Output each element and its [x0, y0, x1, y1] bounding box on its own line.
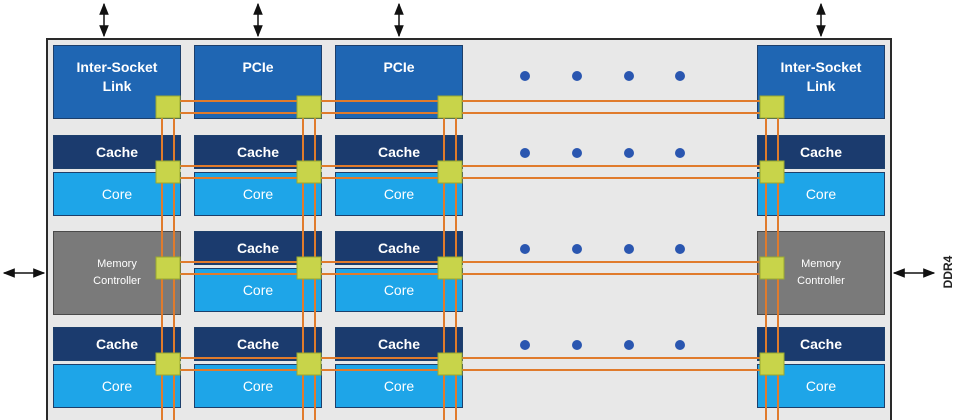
cache-label: Cache	[95, 336, 139, 352]
mesh-stop	[437, 352, 463, 376]
mesh-stop	[296, 256, 322, 280]
ddr4-label: DDR4	[941, 255, 955, 289]
inter-socket-link-right-label: Inter-Socket Link	[780, 59, 862, 94]
cache-label: Cache	[377, 336, 421, 352]
ellipsis-dot	[624, 340, 634, 350]
ellipsis-dot	[675, 148, 685, 158]
mesh-stop	[155, 95, 181, 119]
mesh-stop	[155, 352, 181, 376]
cache-label: Cache	[799, 144, 843, 160]
core-label: Core	[101, 186, 133, 202]
ellipsis-dot	[520, 244, 530, 254]
memory-controller-right-label: Memory Controller	[797, 258, 845, 287]
mesh-stop	[437, 256, 463, 280]
pcie-block-1-label: PCIe	[242, 59, 274, 75]
cache-block: Cache	[194, 327, 322, 361]
cache-label: Cache	[95, 144, 139, 160]
ellipsis-dot	[675, 71, 685, 81]
core-label: Core	[383, 186, 415, 202]
ellipsis-dot	[520, 340, 530, 350]
mesh-stop	[155, 160, 181, 184]
mesh-stop	[155, 256, 181, 280]
cache-label: Cache	[377, 240, 421, 256]
cache-label: Cache	[236, 240, 280, 256]
pcie-block-2-label: PCIe	[383, 59, 415, 75]
core-block: Core	[194, 364, 322, 408]
cache-label: Cache	[236, 336, 280, 352]
cache-label: Cache	[377, 144, 421, 160]
mesh-stop	[296, 160, 322, 184]
ellipsis-dot	[572, 71, 582, 81]
inter-socket-link-left: Inter-Socket Link	[53, 45, 181, 119]
mesh-stop	[437, 160, 463, 184]
mesh-stop	[759, 95, 785, 119]
ellipsis-dot	[572, 148, 582, 158]
mesh-stop	[437, 95, 463, 119]
ellipsis-dot	[624, 148, 634, 158]
ellipsis-dot	[675, 340, 685, 350]
cache-block: Cache	[335, 327, 463, 361]
ellipsis-dot	[520, 71, 530, 81]
mesh-stop	[759, 352, 785, 376]
mesh-stop	[759, 160, 785, 184]
core-label: Core	[242, 186, 274, 202]
core-label: Core	[242, 282, 274, 298]
core-label: Core	[383, 282, 415, 298]
core-label: Core	[101, 378, 133, 394]
cache-label: Cache	[236, 144, 280, 160]
cache-block: Cache	[53, 135, 181, 169]
ellipsis-dot	[572, 340, 582, 350]
memory-controller-left-label: Memory Controller	[93, 258, 141, 287]
core-label: Core	[805, 378, 837, 394]
inter-socket-link-left-label: Inter-Socket Link	[76, 59, 158, 94]
mesh-stop	[759, 256, 785, 280]
core-label: Core	[383, 378, 415, 394]
mesh-stop	[296, 352, 322, 376]
ellipsis-dot	[572, 244, 582, 254]
core-label: Core	[805, 186, 837, 202]
ellipsis-dot	[675, 244, 685, 254]
cache-label: Cache	[799, 336, 843, 352]
mesh-stop	[296, 95, 322, 119]
ellipsis-dot	[520, 148, 530, 158]
core-label: Core	[242, 378, 274, 394]
ellipsis-dot	[624, 244, 634, 254]
ellipsis-dot	[624, 71, 634, 81]
cache-block: Cache	[335, 231, 463, 265]
